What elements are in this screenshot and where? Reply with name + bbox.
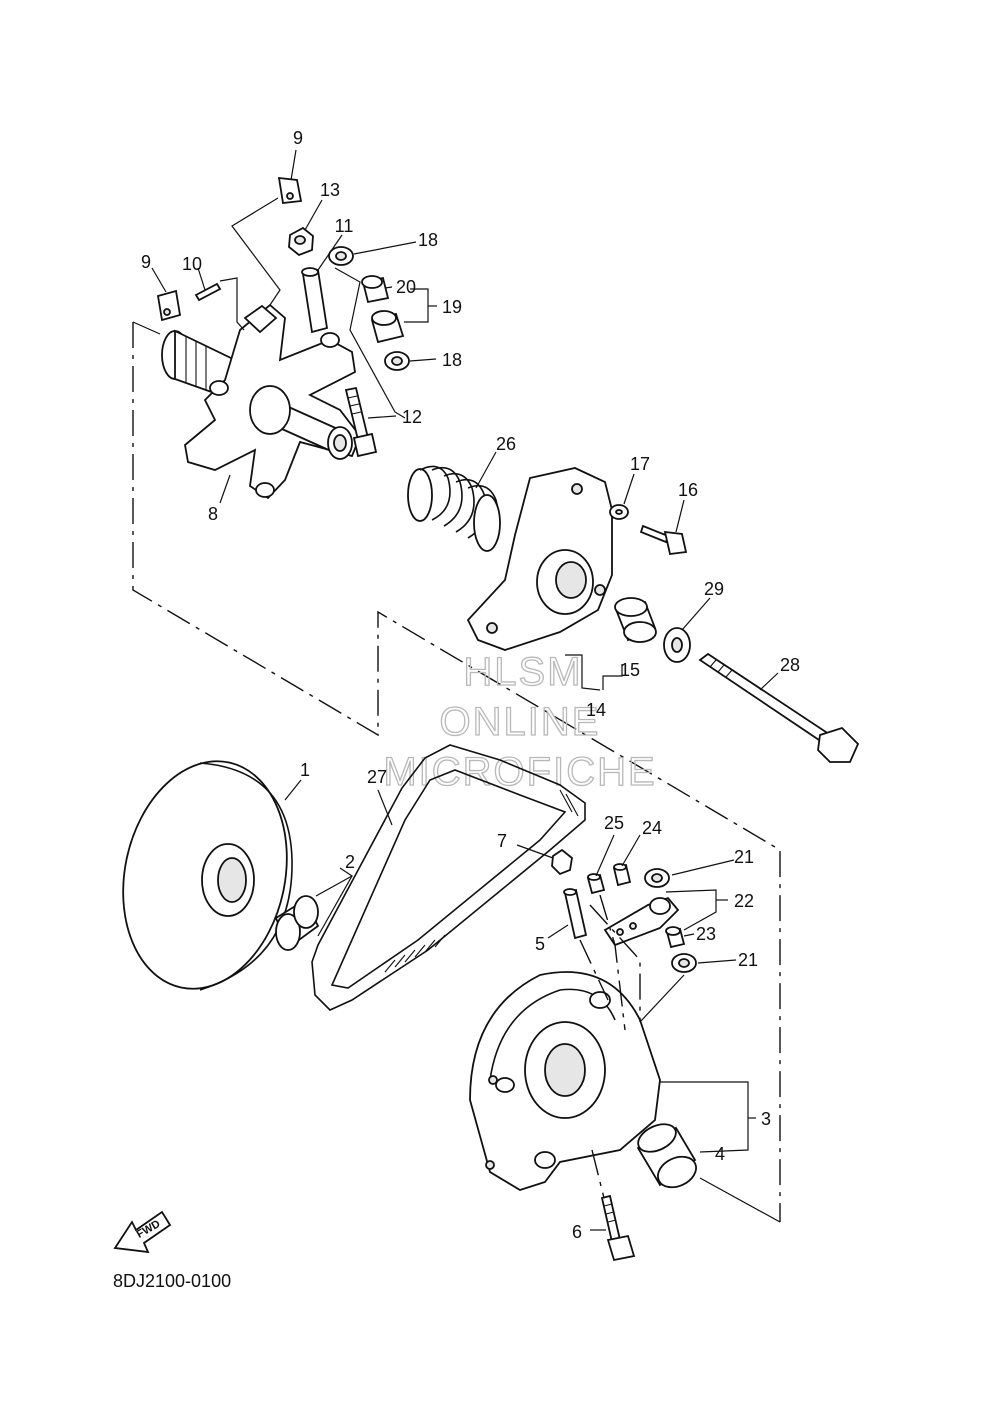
part-7-nut xyxy=(551,848,573,876)
callout-28: 28 xyxy=(780,655,800,675)
part-24-pin xyxy=(612,863,632,887)
callout-17: 17 xyxy=(630,454,650,474)
part-6-bolt xyxy=(600,1194,636,1262)
part-1-fixed-sheave xyxy=(122,760,293,991)
callout-23: 23 xyxy=(696,924,716,944)
part-18-washer-top xyxy=(328,246,354,266)
part-19-collar xyxy=(370,310,405,344)
part-18-washer-bottom xyxy=(384,351,410,371)
callout-11: 11 xyxy=(335,216,354,236)
part-8-hub-assembly xyxy=(161,303,362,500)
callout-numbers: 9 13 11 18 9 10 20 19 18 12 26 17 16 8 2… xyxy=(141,128,800,1242)
watermark: HLSM ONLINE MICROFICHE xyxy=(383,649,656,794)
part-22-roller-arm xyxy=(603,896,680,947)
callout-20: 20 xyxy=(396,277,416,297)
callout-18-top: 18 xyxy=(418,230,438,250)
callout-15: 15 xyxy=(620,660,640,680)
part-16-bolt xyxy=(639,524,688,555)
callout-27: 27 xyxy=(367,767,387,787)
fwd-direction-arrow: FWD xyxy=(113,1210,172,1254)
assembly-frame-lines xyxy=(132,321,781,1223)
part-29-washer xyxy=(663,627,691,663)
callout-21-bottom: 21 xyxy=(738,950,758,970)
callout-22: 22 xyxy=(734,891,754,911)
callout-9-top: 9 xyxy=(293,128,303,148)
part-23-roller xyxy=(665,926,686,949)
callout-21-top: 21 xyxy=(734,847,754,867)
watermark-line-2: ONLINE xyxy=(440,700,601,744)
callout-6: 6 xyxy=(572,1222,582,1242)
callout-2: 2 xyxy=(345,852,355,872)
callout-29: 29 xyxy=(704,579,724,599)
callout-8: 8 xyxy=(208,504,218,524)
part-2-sleeve xyxy=(274,895,320,951)
callout-26: 26 xyxy=(496,434,516,454)
callout-10: 10 xyxy=(182,254,202,274)
part-9-slider-left xyxy=(156,289,182,322)
callout-7: 7 xyxy=(497,831,507,851)
callout-16: 16 xyxy=(678,480,698,500)
watermark-line-3: MICROFICHE xyxy=(383,750,656,794)
alignment-lines xyxy=(579,894,685,1199)
diagram-part-code: 8DJ2100-0100 xyxy=(113,1271,231,1291)
part-13-nut xyxy=(288,226,314,257)
callout-24: 24 xyxy=(642,818,662,838)
part-12-bolt xyxy=(344,386,378,458)
part-10-pin xyxy=(194,277,245,331)
callout-9-left: 9 xyxy=(141,252,151,272)
part-20-bushing xyxy=(361,275,390,304)
part-5-pin xyxy=(563,888,588,940)
part-25-pin xyxy=(586,873,606,895)
callout-leaders xyxy=(151,149,779,1231)
callout-3: 3 xyxy=(761,1109,771,1129)
part-17-washer xyxy=(609,504,629,520)
part-28-long-bolt xyxy=(698,652,860,763)
callout-18-bottom: 18 xyxy=(442,350,462,370)
callout-1: 1 xyxy=(300,760,310,780)
callout-4: 4 xyxy=(715,1144,725,1164)
part-26-spring xyxy=(407,465,501,552)
callout-5: 5 xyxy=(535,934,545,954)
part-21-washer-bottom xyxy=(671,953,697,973)
leader-group-18-19-20 xyxy=(334,267,406,419)
part-21-washer-top xyxy=(644,868,670,888)
part-4-bushing xyxy=(636,1123,697,1189)
part-14-cover-plate xyxy=(466,467,613,691)
watermark-line-1: HLSM xyxy=(463,650,582,694)
part-11-roller-pin xyxy=(301,267,329,334)
part-3-movable-sheave xyxy=(469,971,661,1191)
callout-25: 25 xyxy=(604,813,624,833)
callout-19: 19 xyxy=(442,297,462,317)
part-15-bushing xyxy=(602,597,657,690)
callout-13: 13 xyxy=(320,180,340,200)
callout-12: 12 xyxy=(402,407,422,427)
part-27-drive-belt xyxy=(311,744,586,1011)
callout-14: 14 xyxy=(586,700,606,720)
